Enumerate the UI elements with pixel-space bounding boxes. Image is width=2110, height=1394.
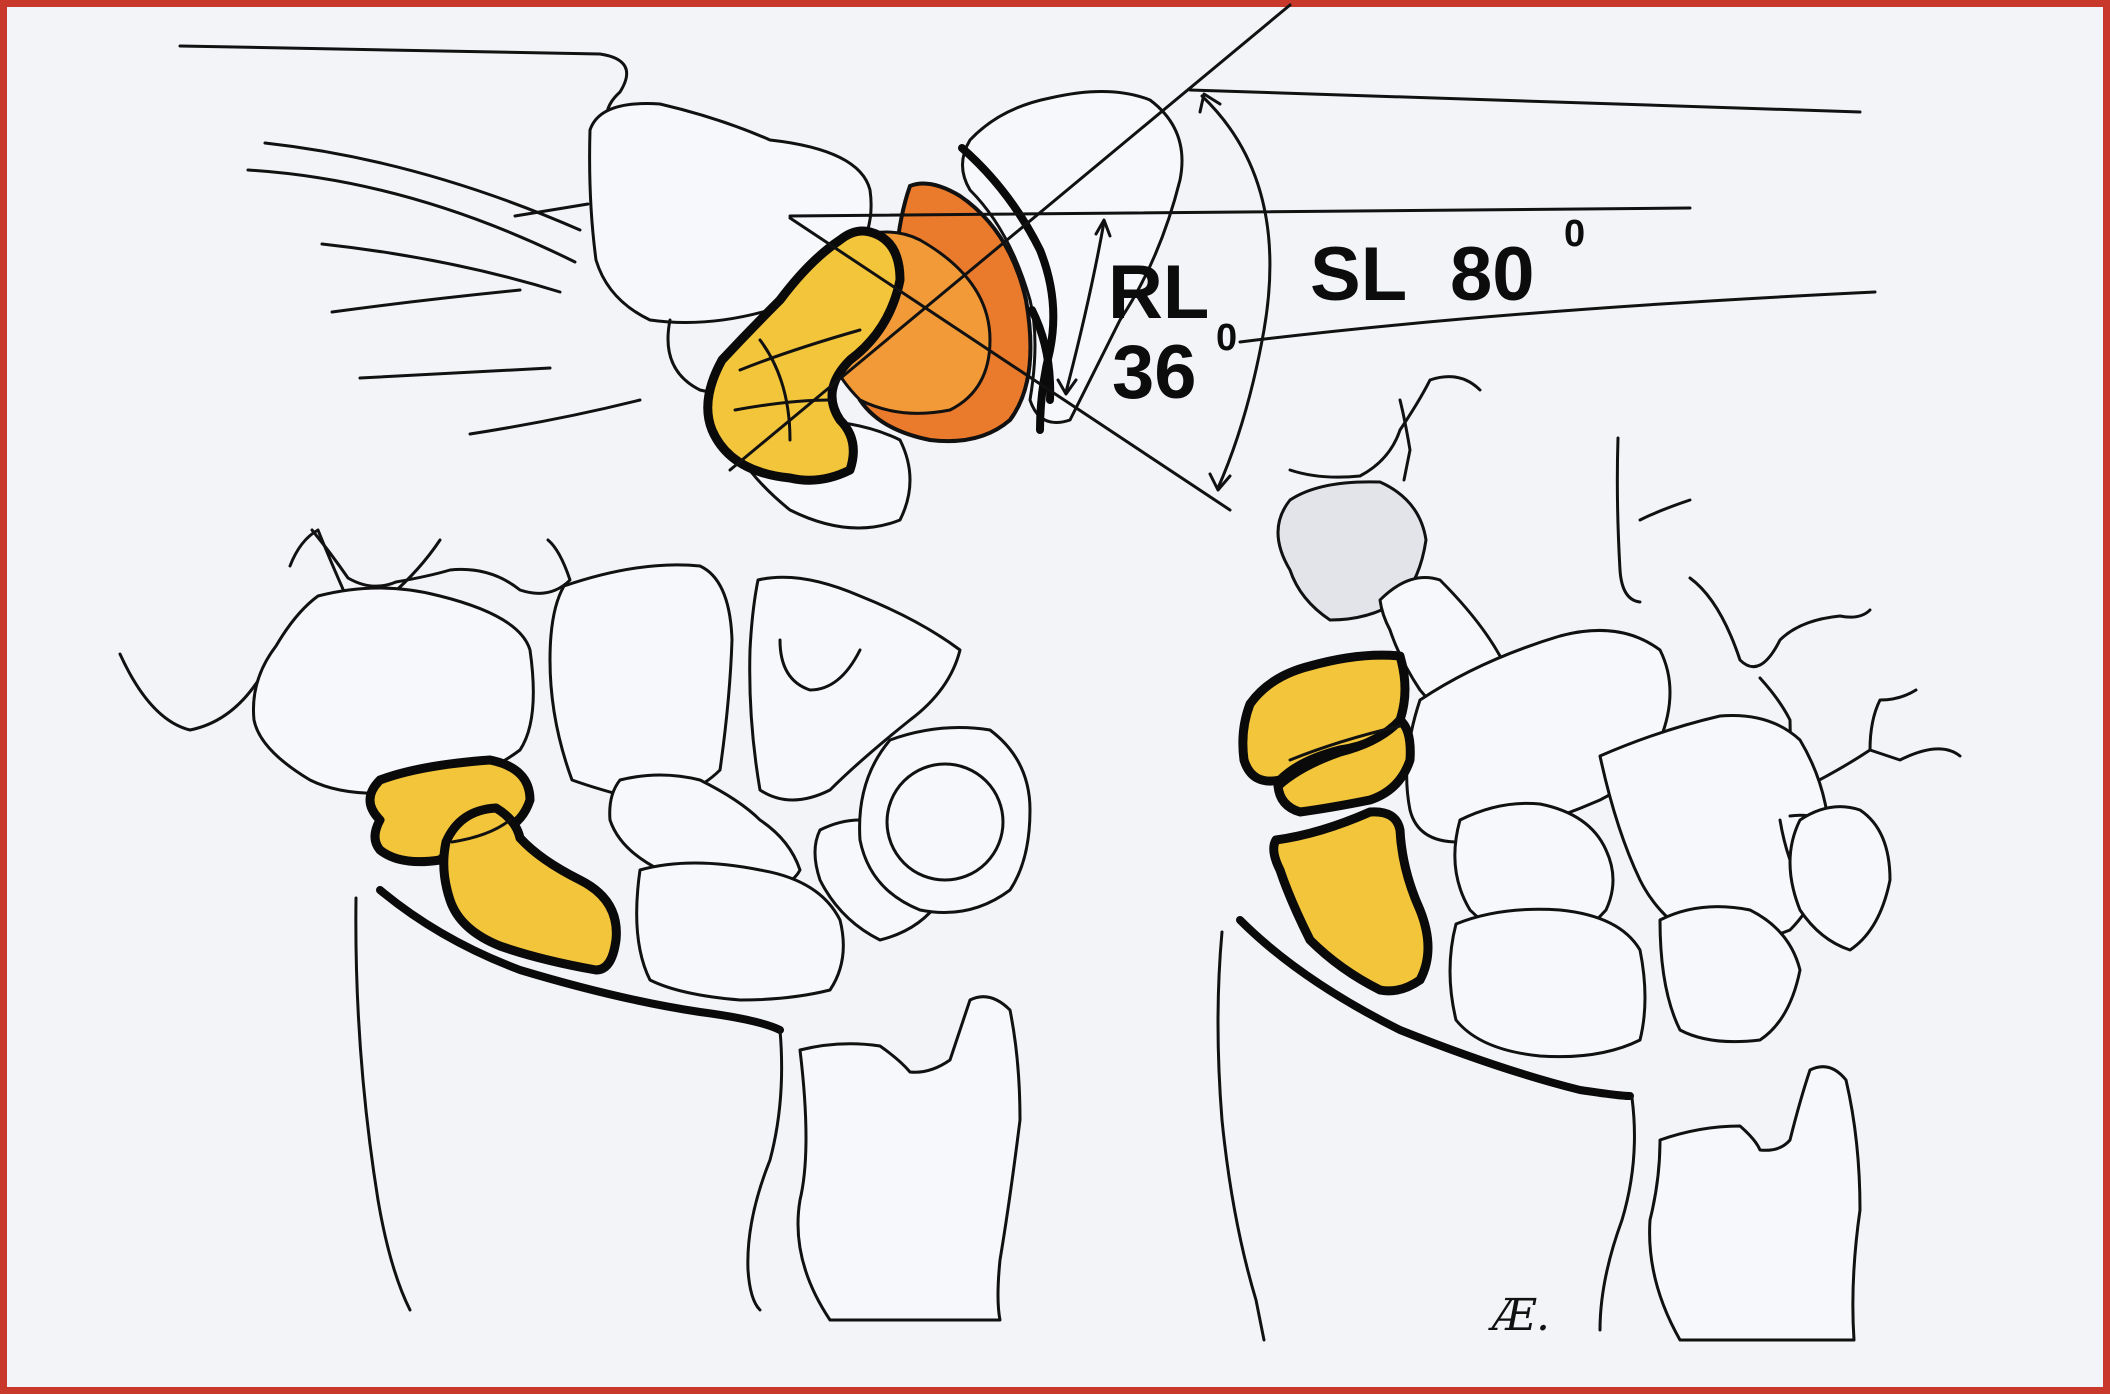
right-lunate-lower bbox=[1450, 909, 1645, 1056]
right-radius-shaft-right bbox=[1600, 1098, 1634, 1330]
right-pisiform bbox=[1790, 807, 1890, 950]
left-radius-shaft bbox=[356, 898, 410, 1310]
forearm-outline-line-5 bbox=[360, 368, 550, 378]
forearm-outline-line-1 bbox=[265, 143, 580, 230]
right-metacarpal-line-5 bbox=[1690, 578, 1870, 667]
left-lunate-lower bbox=[637, 863, 844, 1000]
forearm-outline-line-6 bbox=[470, 400, 640, 434]
right-radius-shaft bbox=[1218, 932, 1264, 1340]
left-pisiform-inner bbox=[887, 764, 1003, 880]
forearm-outline-upper bbox=[180, 46, 627, 130]
artist-signature: Æ. bbox=[1488, 1290, 1550, 1341]
pa-view-left bbox=[120, 530, 1030, 1320]
right-metacarpal-line-4 bbox=[1640, 500, 1690, 520]
sl-unit-label: 0 bbox=[1564, 213, 1585, 255]
right-metacarpal-line-1 bbox=[1290, 377, 1480, 477]
left-ulna bbox=[798, 997, 1020, 1320]
sl-value-label: 80 bbox=[1450, 232, 1535, 317]
right-metacarpal-line-3 bbox=[1617, 438, 1640, 602]
axis-upper-right bbox=[1190, 90, 1860, 112]
sl-abbrev-label: SL bbox=[1310, 232, 1407, 317]
rl-abbrev-label: RL bbox=[1108, 250, 1209, 335]
forearm-outline-short bbox=[515, 204, 588, 216]
sl-angle-arc bbox=[1202, 96, 1270, 488]
right-metacarpal-line-7 bbox=[1870, 690, 1916, 750]
pa-view-right bbox=[1218, 377, 1960, 1340]
lateral-view: RL 36 0 SL 80 0 bbox=[180, 5, 1875, 528]
right-metacarpal-line-2 bbox=[1400, 400, 1410, 480]
forearm-outline-line-2 bbox=[248, 170, 575, 262]
rl-unit-label: 0 bbox=[1216, 317, 1237, 359]
forearm-outline-line-3 bbox=[322, 244, 560, 292]
right-ulna bbox=[1650, 1067, 1860, 1340]
left-capitate bbox=[550, 565, 732, 800]
rl-value-label: 36 bbox=[1112, 330, 1197, 415]
forearm-outline-line-4 bbox=[332, 290, 520, 312]
left-radius-shaft-right bbox=[748, 1030, 782, 1310]
